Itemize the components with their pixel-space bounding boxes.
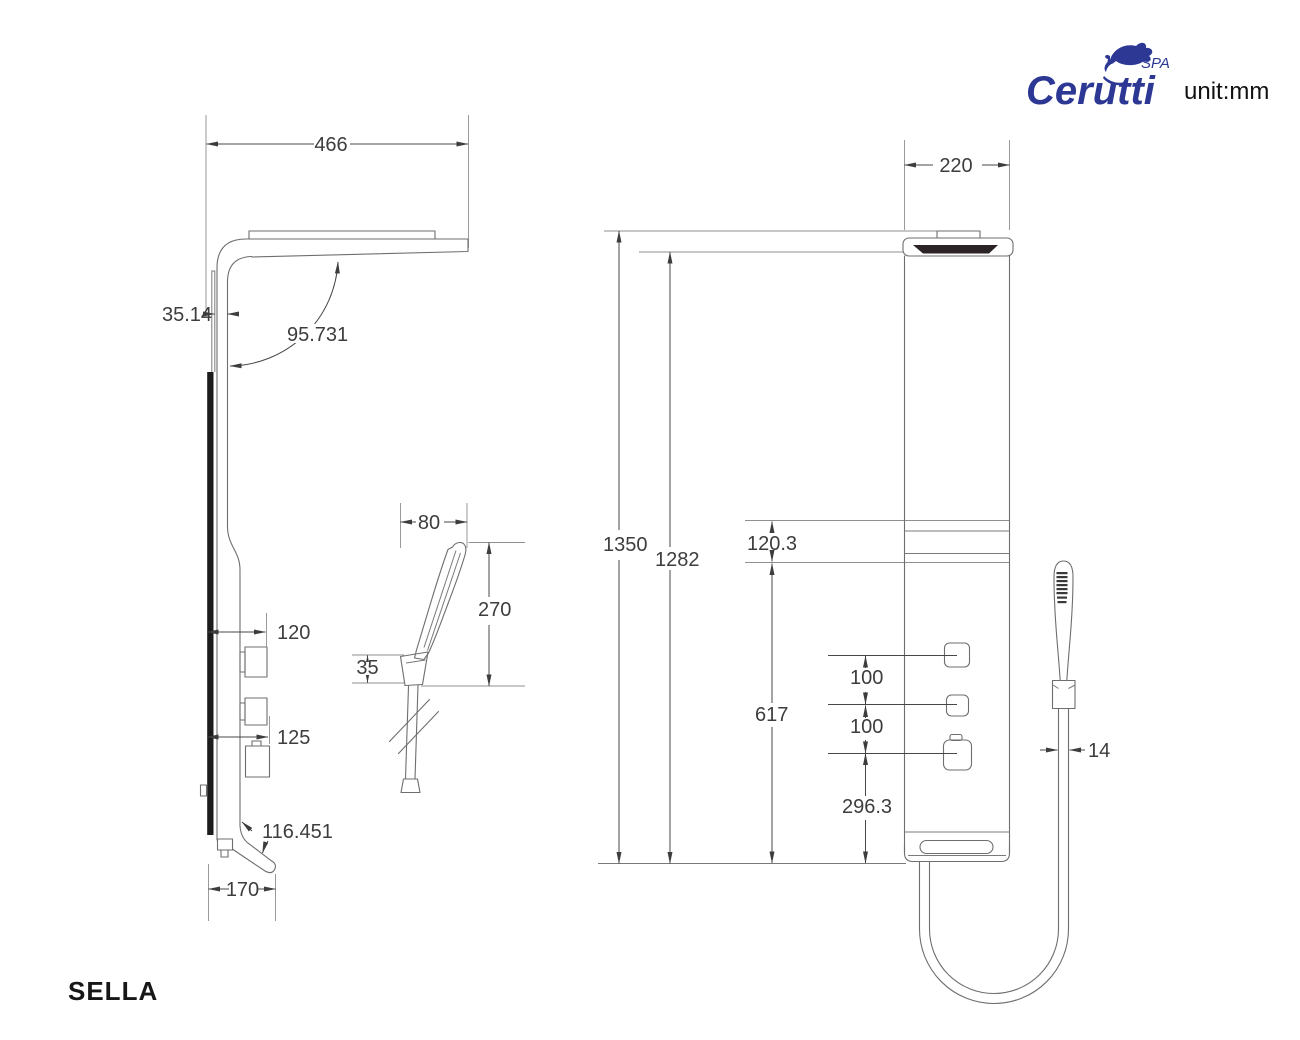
dim-spout-angle: 116.451 — [262, 821, 333, 843]
dim-base-depth: 170 — [226, 879, 259, 901]
bracket-notch-left — [1052, 684, 1059, 689]
bracket-divider — [405, 659, 426, 664]
unit-label: unit:mm — [1184, 78, 1269, 105]
shower-head-plate — [248, 230, 436, 240]
hose-inner — [928, 707, 1060, 994]
hose-end-cone — [400, 778, 421, 794]
dim-head-section: 120.3 — [747, 533, 797, 555]
wall-clip — [199, 784, 208, 797]
front-button-3 — [942, 739, 973, 771]
side-view: 466 35.14 — [162, 115, 469, 921]
hose-outer — [918, 707, 1070, 1004]
brand-name: Cerutti — [1026, 69, 1156, 113]
dim-knob2-depth: 125 — [277, 727, 310, 749]
bottom-cap — [903, 844, 1011, 863]
hand-shower-back — [1053, 560, 1074, 682]
dim-controls-span: 617 — [755, 704, 788, 726]
hand-shower-spray-dashes — [1056, 572, 1068, 604]
dim-head-height: 270 — [478, 599, 511, 621]
side-knob-2 — [239, 697, 268, 726]
dim-overall-height: 1350 — [603, 534, 648, 556]
dim-bracket-height: 35 — [356, 657, 378, 679]
glass-panel-edge — [207, 372, 214, 835]
hose-left-line — [404, 685, 410, 780]
dim-bottom-section: 296.3 — [842, 796, 892, 818]
holder-bracket-side — [399, 651, 429, 687]
break-mark-2 — [397, 710, 440, 755]
dim-hose-diameter: 14 — [1088, 740, 1110, 762]
dolphin-icon — [1105, 42, 1153, 66]
bottom-bracket — [216, 838, 234, 851]
head-face-line-inner — [423, 550, 457, 648]
dim-panel-width: 220 — [939, 155, 972, 177]
dolphin-tail-icon — [1104, 60, 1114, 72]
hose-holder-bracket — [1051, 679, 1076, 710]
dim-wall-gap: 35.14 — [162, 304, 212, 326]
dim-panel-height: 1282 — [655, 549, 700, 571]
side-knob-1 — [239, 646, 268, 678]
front-view: 220 1350 1282 120.3 617 — [598, 140, 1110, 1004]
bottom-bracket-nub — [220, 849, 229, 858]
brand-sub-label: SPA — [1141, 55, 1170, 72]
glass-top-strip — [211, 270, 216, 372]
brand-logo: SPA Cerutti — [1026, 42, 1170, 113]
hand-shower-detail: 80 270 35 — [352, 503, 525, 794]
dim-button-gap-1: 100 — [850, 667, 883, 689]
rain-head-front — [913, 245, 998, 254]
hose-right-line — [414, 684, 419, 780]
arm-angle-arc — [229, 261, 340, 369]
top-inlet-tab — [936, 230, 981, 239]
overhead-arm — [245, 238, 469, 258]
front-button-2 — [945, 694, 970, 717]
panel-front-profile — [226, 255, 253, 827]
dim-button-gap-2: 100 — [850, 716, 883, 738]
bracket-notch-right — [1068, 684, 1076, 689]
panel-back-profile — [216, 238, 247, 841]
brand-underline-swash — [1103, 76, 1124, 86]
break-mark-1 — [388, 698, 431, 743]
dim-knob1-depth: 120 — [277, 622, 310, 644]
model-name: SELLA — [68, 976, 158, 1006]
dim-head-width: 80 — [418, 512, 440, 534]
head-face-line-outer — [427, 552, 461, 651]
dim-top-width: 466 — [314, 134, 347, 156]
bottom-spout — [232, 825, 277, 874]
top-cap — [902, 237, 1014, 257]
hand-shower-head-side — [413, 541, 467, 661]
side-knob-3 — [244, 740, 271, 778]
bottom-slot — [919, 839, 994, 855]
dim-arm-angle: 95.731 — [287, 324, 348, 346]
